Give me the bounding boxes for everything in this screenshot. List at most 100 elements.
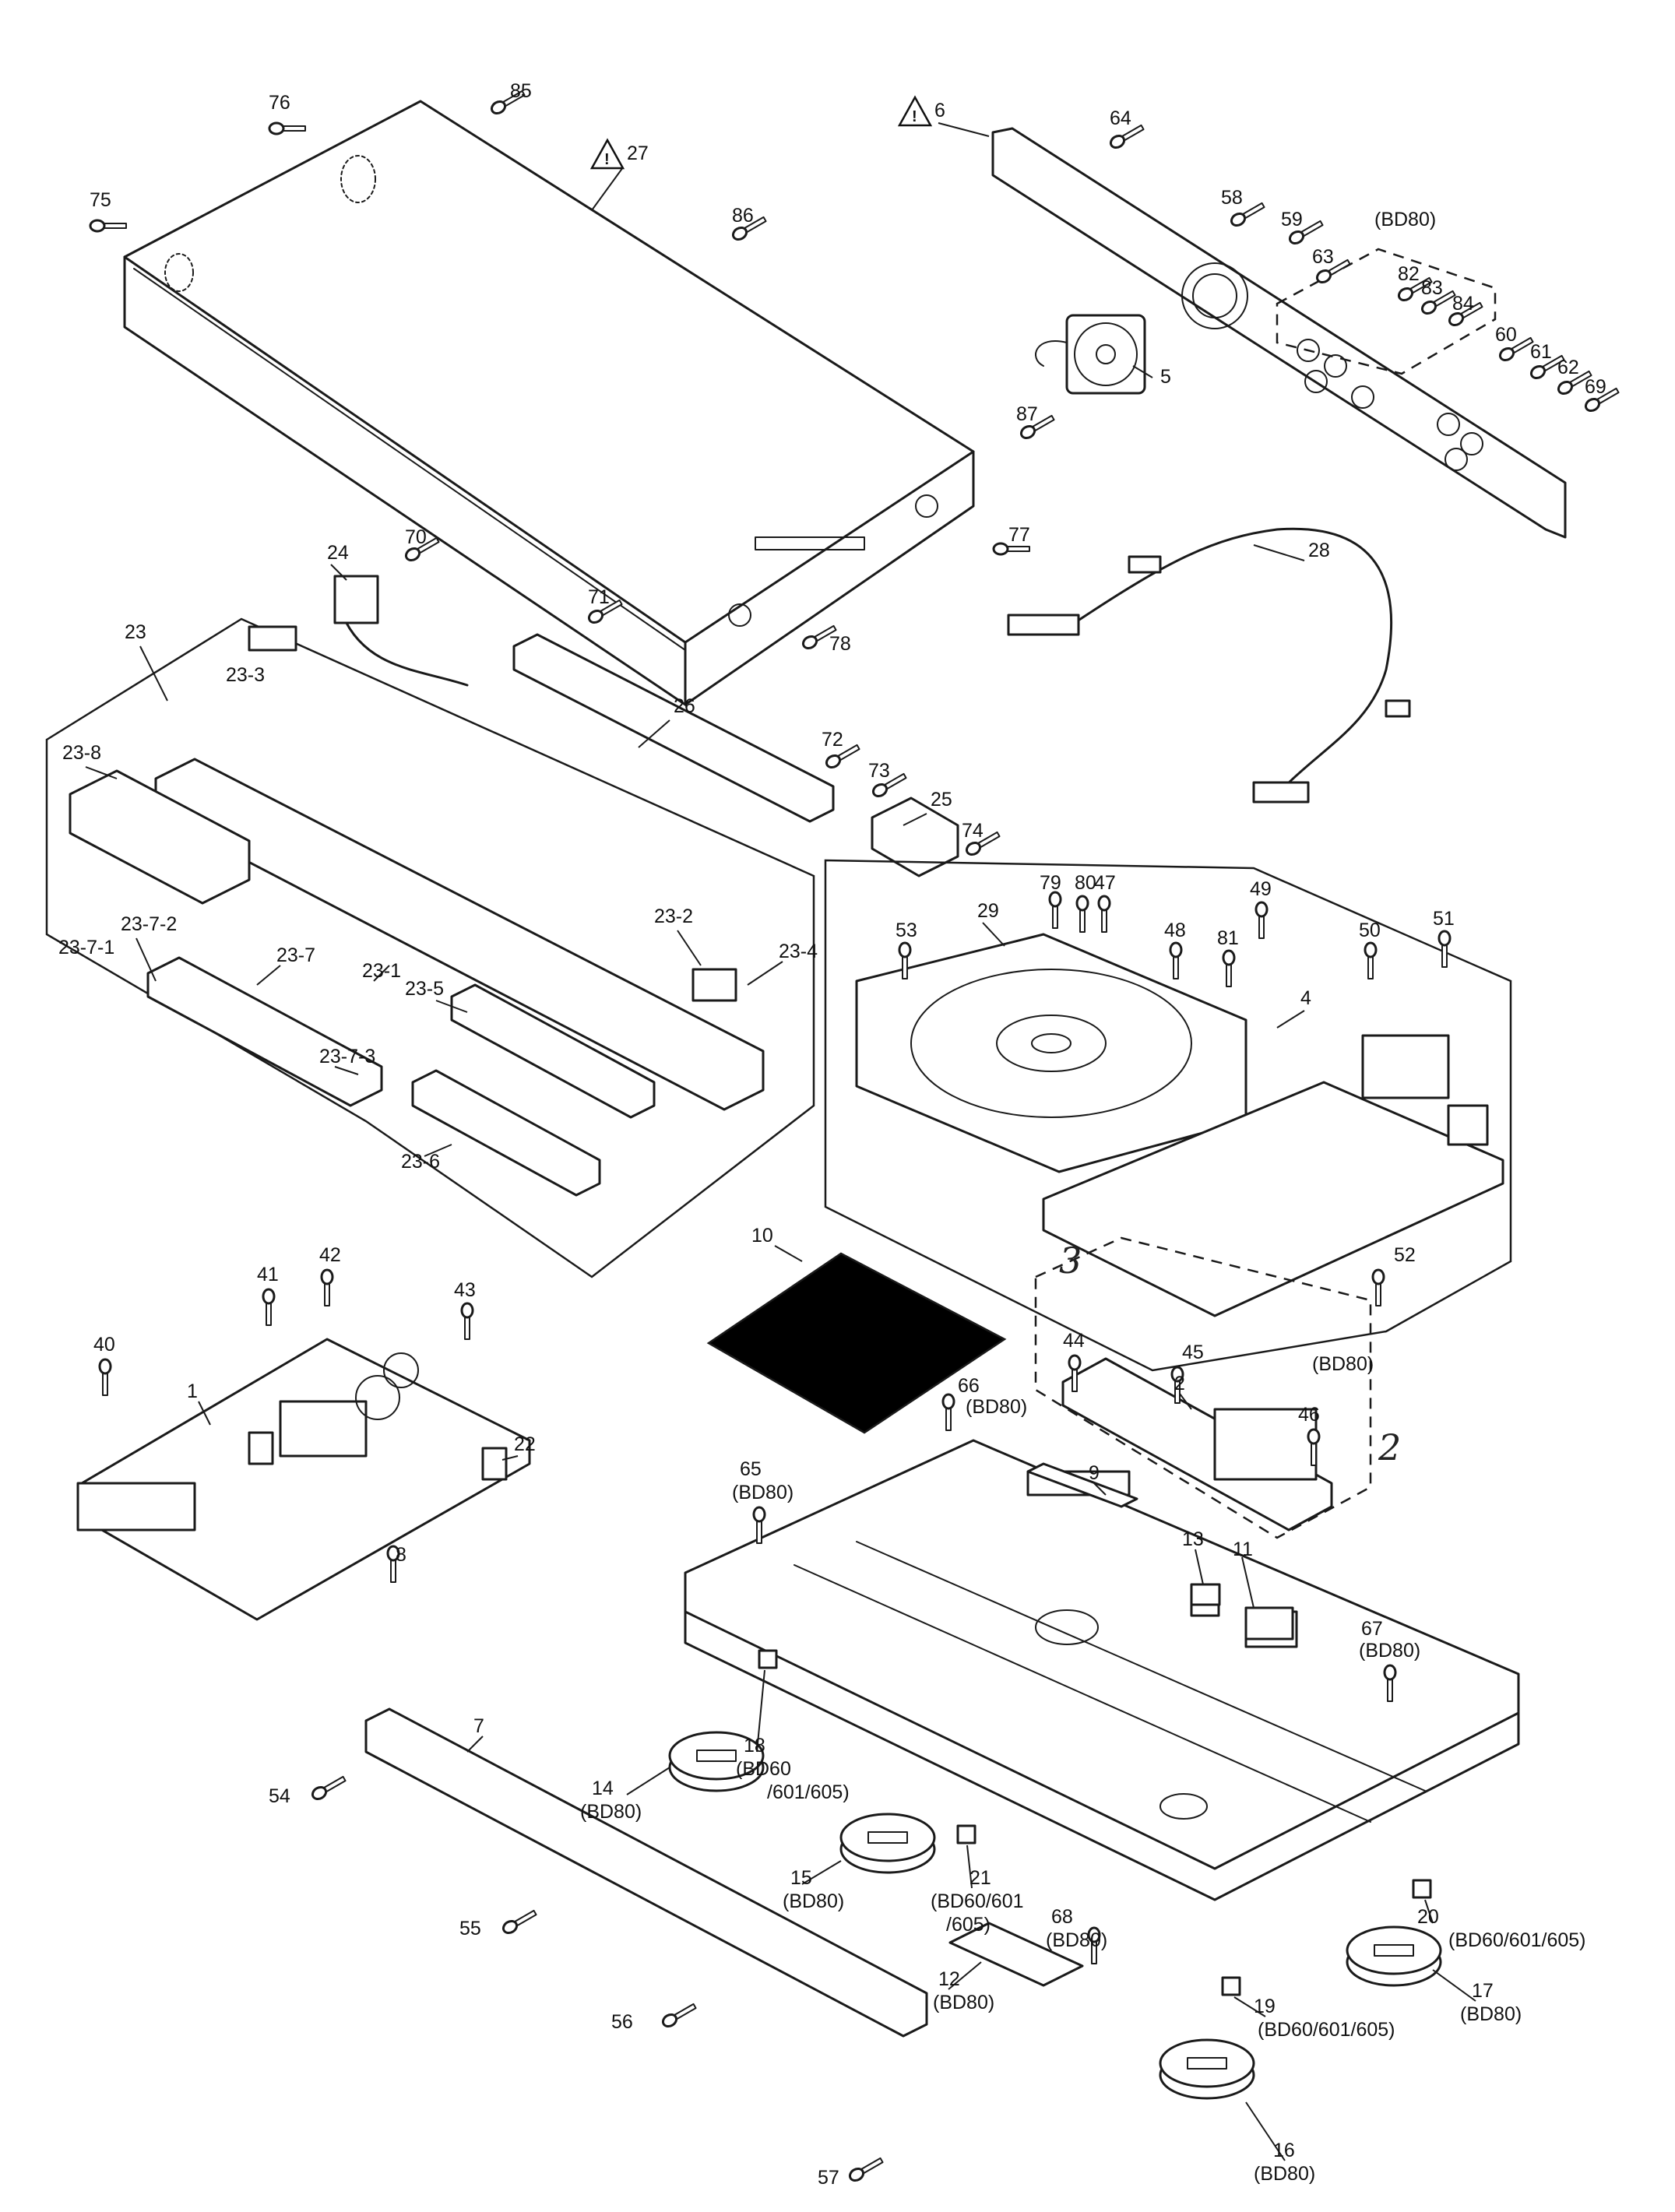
leader-line (948, 1961, 982, 1990)
leader-line (1253, 544, 1305, 561)
screw-70 (404, 536, 440, 562)
label-56: 56 (611, 2011, 633, 2033)
screw-41 (262, 1288, 276, 1326)
label-13: 13 (1182, 1528, 1204, 1550)
label-23-7-2: 23-7-2 (121, 913, 177, 935)
label-21-sub2: /605) (946, 1914, 991, 1936)
label-67-sub: (BD80) (1359, 1640, 1420, 1662)
label-23-8: 23-8 (62, 742, 101, 764)
label-69: 69 (1585, 376, 1606, 398)
leader-line (501, 1455, 519, 1461)
svg-text:!: ! (604, 151, 610, 168)
label-65-sub: (BD80) (732, 1482, 794, 1503)
pad-19 (1221, 1976, 1241, 1996)
label-40: 40 (93, 1334, 115, 1356)
label-23-6: 23-6 (401, 1151, 440, 1173)
label-50: 50 (1359, 920, 1381, 941)
leader-line (591, 167, 624, 211)
label-75: 75 (90, 189, 111, 211)
leader-line (1233, 1996, 1266, 2017)
screw-48 (1169, 941, 1183, 979)
screw-57 (848, 2157, 884, 2182)
label-26: 26 (674, 695, 695, 717)
label-48: 48 (1164, 920, 1186, 941)
leader-line (135, 937, 157, 982)
label-21-sub1: (BD60/601 (931, 1890, 1024, 1912)
label-25: 25 (931, 789, 952, 811)
front-panel-group-outline (45, 617, 815, 1278)
label-18-sub2: /601/605) (767, 1781, 850, 1803)
flat-cable-harness (1007, 527, 1411, 804)
label-52: 52 (1394, 1244, 1416, 1266)
screw-80 (1075, 895, 1089, 933)
pad-20 (1412, 1879, 1432, 1899)
leader-line (198, 1401, 211, 1426)
label-62: 62 (1557, 357, 1579, 378)
label-66-sub: (BD80) (966, 1396, 1027, 1418)
leader-line (938, 122, 990, 137)
leader-line (466, 1735, 484, 1753)
label-23-3: 23-3 (226, 664, 265, 686)
screw-68 (1087, 1926, 1101, 1964)
screw-50 (1364, 941, 1378, 979)
warning-triangle-icon: ! (897, 95, 933, 127)
label-20: 20 (1417, 1906, 1439, 1928)
leader-line (756, 1669, 765, 1753)
leader-line (373, 965, 390, 982)
label-20-sub: (BD60/601/605) (1448, 1929, 1586, 1951)
label-58: 58 (1221, 187, 1243, 209)
screw-56 (661, 2003, 697, 2028)
screw-60 (1498, 336, 1534, 362)
pad-18 (758, 1649, 778, 1669)
screw-52 (1371, 1268, 1385, 1306)
label-handwritten-3: 3 (1059, 1240, 1082, 1282)
label-19-sub: (BD60/601/605) (1258, 2019, 1395, 2041)
label-63: 63 (1312, 246, 1334, 268)
label-17-sub: (BD80) (1460, 2003, 1522, 2025)
label-2: 2 (1174, 1373, 1185, 1394)
rear-panel (991, 127, 1567, 539)
label-18-sub1: (BD60 (736, 1758, 791, 1780)
label-47: 47 (1094, 872, 1116, 894)
label-74: 74 (962, 820, 984, 842)
screw-44 (1068, 1354, 1082, 1392)
leader-line (1195, 1549, 1204, 1585)
jack-board (1061, 1357, 1333, 1532)
label-27: 27 (627, 142, 649, 164)
leader-line (1276, 1010, 1305, 1029)
screw-58 (1230, 202, 1265, 227)
leader-line (677, 930, 702, 966)
label-29: 29 (977, 900, 999, 922)
leader-line (330, 564, 347, 581)
insulator-sheet (706, 1252, 1007, 1434)
label-handwritten-2: 2 (1378, 1426, 1401, 1468)
label-68-sub: (BD80) (1046, 1929, 1107, 1951)
leader-line (1093, 1482, 1107, 1496)
leader-line (139, 645, 168, 702)
screw-83 (1420, 290, 1456, 315)
screw-73 (871, 772, 907, 798)
label-83: 83 (1421, 277, 1443, 299)
screw-45 (1170, 1366, 1184, 1404)
screw-64 (1109, 124, 1145, 149)
screw-82 (1397, 276, 1433, 302)
label-19: 19 (1254, 1996, 1276, 2017)
leader-line (982, 922, 1005, 947)
label-8: 8 (396, 1544, 406, 1566)
label-16: 16 (1273, 2140, 1295, 2161)
leader-line (1432, 1969, 1476, 2002)
label-87: 87 (1016, 403, 1038, 425)
label-17: 17 (1472, 1980, 1494, 2002)
label-1: 1 (187, 1380, 198, 1402)
label-23-5: 23-5 (405, 978, 444, 1000)
leader-line (774, 1245, 803, 1262)
screw-84 (1448, 301, 1483, 327)
pad-21 (956, 1824, 976, 1845)
label-64: 64 (1110, 107, 1131, 129)
leader-line (903, 813, 927, 826)
label-82: 82 (1398, 263, 1420, 285)
power-supply-board (76, 1338, 531, 1621)
pad-13 (1190, 1583, 1221, 1606)
screw-63 (1315, 258, 1351, 284)
